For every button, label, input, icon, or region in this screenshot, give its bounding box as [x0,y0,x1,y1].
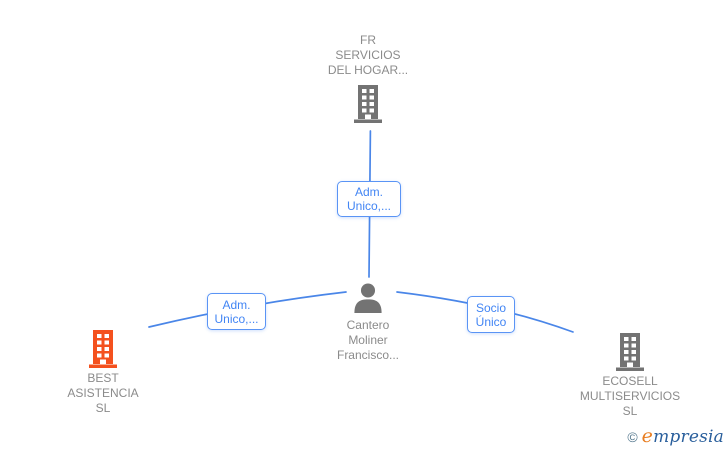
node-label-line: SERVICIOS [335,48,401,62]
edge-label-adm-unico-left[interactable]: Adm. Unico,... [207,293,266,330]
brand-logo: empresia [642,425,724,447]
edge-label-line: Unico,... [346,199,391,213]
node-company-fr-servicios[interactable]: FR SERVICIOS DEL HOGAR... [283,33,453,123]
node-label-line: FR [360,33,376,47]
node-label-line: Cantero [346,318,390,332]
node-label-line: SL [95,401,111,415]
node-label: ECOSELL MULTISERVICIOS SL [580,374,680,419]
building-icon [354,85,382,123]
edge-label-adm-unico-top[interactable]: Adm. Unico,... [337,181,401,217]
edge-label-line: Unico,... [214,311,259,326]
node-label-line: ASISTENCIA [67,386,139,400]
building-icon [89,330,117,368]
copyright-icon: © [627,429,638,445]
brand-rest: mpresia [653,427,724,447]
edge-label-line: Único [475,314,507,329]
node-label-line: ECOSELL [602,374,658,388]
node-label-line: BEST [87,371,119,385]
node-company-best-asistencia[interactable]: BEST ASISTENCIA SL [43,330,163,416]
node-label: FR SERVICIOS DEL HOGAR... [328,33,408,78]
brand-initial: e [641,425,654,447]
person-icon [354,283,382,313]
node-label-line: SL [622,404,638,418]
node-company-ecosell[interactable]: ECOSELL MULTISERVICIOS SL [570,333,690,419]
node-label-line: MULTISERVICIOS [579,389,681,403]
node-label-line: Francisco... [336,348,399,362]
node-label-line: DEL HOGAR... [327,63,409,77]
edge-label-line: Adm. [222,297,251,312]
node-label-line: Moliner [348,333,388,347]
edge-label-line: Adm. [354,185,383,199]
edge-label-socio-unico[interactable]: Socio Único [467,296,515,333]
node-label: Cantero Moliner Francisco... [337,318,399,363]
empresia-watermark: © empresia [627,425,724,447]
edge-label-line: Socio [475,300,507,315]
node-label: BEST ASISTENCIA SL [67,371,138,416]
building-icon [616,333,644,371]
node-person-cantero-moliner[interactable]: Cantero Moliner Francisco... [308,283,428,363]
